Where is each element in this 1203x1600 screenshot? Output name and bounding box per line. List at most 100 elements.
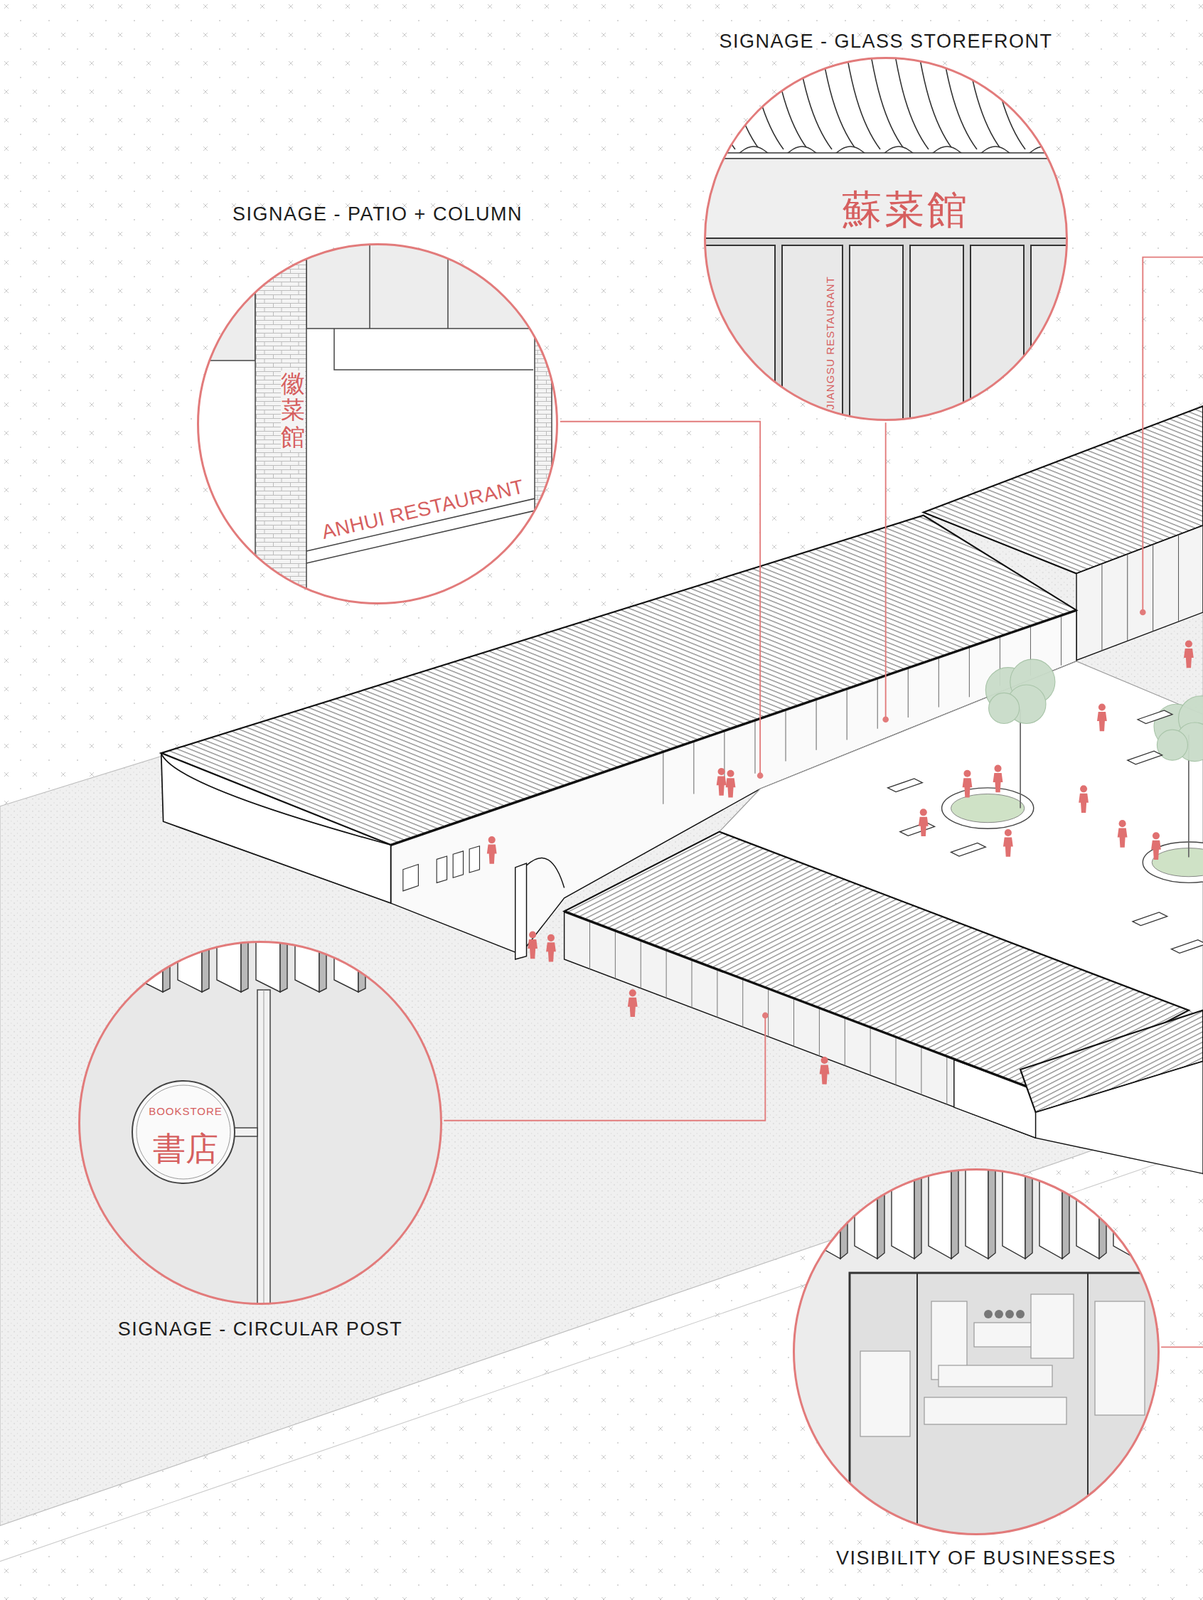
- detail-visibility: [984, 1309, 993, 1319]
- picnic-table: [1171, 939, 1203, 954]
- detail-circular-post: [231, 1127, 258, 1137]
- detail-circular-post: [99, 924, 444, 992]
- detail-glass-storefront: [782, 245, 843, 434]
- person-figure: [725, 770, 736, 798]
- tree: [988, 692, 1020, 724]
- picnic-table: [951, 842, 987, 857]
- tree: [985, 659, 1203, 857]
- detail-visibility: [1094, 1301, 1145, 1415]
- detail-glass-storefront: [700, 152, 1074, 159]
- sign-english: JIANGSU RESTAURANT: [824, 275, 837, 410]
- detail-circular-post: [216, 924, 242, 992]
- pool: [942, 787, 1203, 883]
- building-right-lower: [1020, 1010, 1203, 1174]
- detail-visibility: [792, 1151, 1181, 1572]
- detail-visibility: [1136, 1151, 1144, 1259]
- building-back-right: [1102, 534, 1179, 651]
- detail-visibility: [1002, 1151, 1026, 1259]
- detail-patio-column: [196, 234, 559, 619]
- building-front: [589, 920, 947, 1105]
- building-back: [161, 752, 392, 903]
- detail-glass-storefront: [910, 245, 964, 434]
- detail-visibility: [1005, 1309, 1014, 1319]
- building-back: [452, 851, 463, 878]
- detail-visibility: [1099, 1151, 1107, 1259]
- detail-circular-post: [436, 924, 444, 992]
- detail-visibility: [1039, 1151, 1063, 1259]
- detail-glass-storefront: [1030, 245, 1074, 434]
- detail-circular-post: [138, 924, 163, 992]
- building-back-right: [1076, 525, 1203, 660]
- detail-visibility: [840, 1151, 848, 1259]
- detail-visibility: [917, 1272, 1088, 1572]
- building-back: [436, 856, 447, 883]
- detail-patio-column: [369, 243, 448, 329]
- detail-circular-post: [280, 924, 288, 992]
- person-figure: [1097, 703, 1108, 732]
- building-front: [526, 857, 565, 888]
- leader-line: [443, 1015, 766, 1121]
- detail-patio-column: [255, 234, 307, 619]
- picnic-table: [888, 778, 923, 793]
- detail-visibility: [817, 1151, 1181, 1259]
- pool: [1151, 848, 1203, 877]
- detail-visibility: [951, 1151, 959, 1259]
- detail-visibility: [924, 1397, 1067, 1425]
- detail-glass-storefront: [675, 42, 1098, 438]
- detail-circular-post: [257, 989, 271, 1324]
- detail-circular-post: [358, 924, 366, 992]
- building-front: [564, 911, 1036, 1139]
- detail-visibility: [877, 1151, 885, 1259]
- leader-line: [560, 421, 761, 776]
- detail-circular-post: [263, 989, 265, 1324]
- leader-dot: [757, 772, 764, 779]
- detail-circular-post: [162, 924, 170, 992]
- person-figure: [1151, 831, 1162, 860]
- detail-circular-post: [78, 924, 444, 1324]
- detail-circular-post: [132, 1080, 235, 1184]
- detail-visibility: [1076, 1151, 1100, 1259]
- detail-glass-storefront: [970, 245, 1024, 434]
- building-back: [469, 846, 480, 873]
- detail-circular-post: [99, 924, 124, 992]
- leader-line: [1142, 257, 1203, 613]
- detail-visibility: [854, 1151, 878, 1259]
- person-figure: [627, 988, 638, 1017]
- building-back: [403, 864, 419, 891]
- leader-dot: [757, 609, 1147, 1019]
- detail-visibility: [849, 1272, 1177, 1572]
- sign-chinese: 蘇菜館: [841, 187, 970, 232]
- detail-glass-storefront: [700, 238, 1074, 438]
- picnic-table: [1127, 750, 1163, 765]
- detail-circular-post: [319, 924, 327, 992]
- detail-circular-post: [201, 924, 210, 992]
- detail-patio-column: [196, 243, 559, 605]
- detail-circular-post: [255, 924, 281, 992]
- picnic-table: [900, 822, 935, 837]
- person-figure: [487, 640, 1194, 1085]
- building-back: [403, 846, 480, 891]
- callout-heading: SIGNAGE - GLASS STOREFRONT: [718, 30, 1053, 53]
- detail-glass-storefront: [849, 245, 903, 434]
- detail-visibility: [1016, 1309, 1025, 1319]
- detail-visibility: [817, 1151, 841, 1259]
- building-back: [161, 752, 392, 845]
- detail-visibility: [1062, 1151, 1070, 1259]
- building-front: [515, 863, 527, 960]
- person-figure: [962, 770, 973, 798]
- detail-visibility: [914, 1151, 922, 1259]
- detail-glass-storefront: [700, 158, 1074, 239]
- detail-circular-post: [397, 924, 405, 992]
- person-figure: [527, 931, 538, 960]
- detail-visibility: [1173, 1151, 1181, 1259]
- detail-visibility: [1150, 1151, 1174, 1259]
- sign-chinese: 書店: [152, 1130, 219, 1167]
- detail-circular-post: [295, 924, 320, 992]
- person-figure: [1183, 640, 1194, 669]
- person-figure: [1078, 784, 1089, 813]
- detail-visibility: [1030, 1294, 1074, 1358]
- callout-heading: SIGNAGE - PATIO + COLUMN: [232, 203, 523, 226]
- leader-line: [885, 422, 887, 720]
